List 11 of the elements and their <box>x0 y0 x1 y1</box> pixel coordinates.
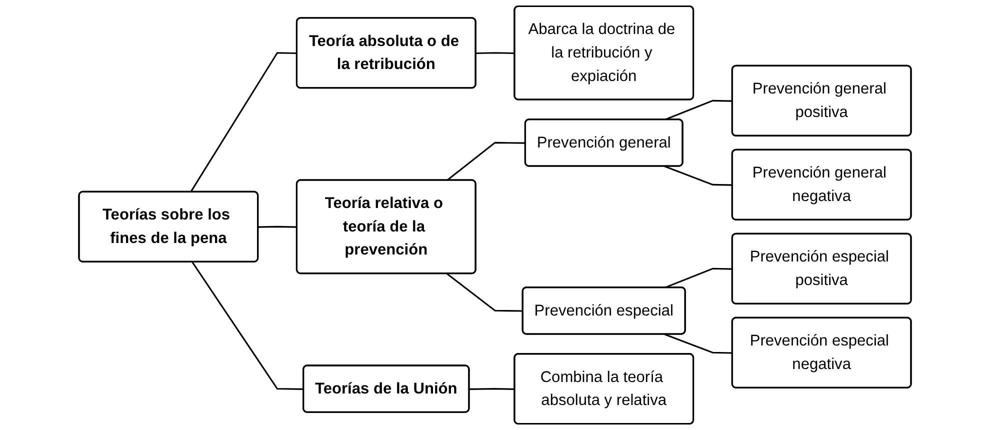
connector <box>192 262 304 390</box>
connector <box>190 52 298 192</box>
connector <box>664 166 733 186</box>
connector <box>664 100 733 120</box>
connector <box>664 268 733 288</box>
connector <box>446 273 523 312</box>
connector <box>664 334 733 354</box>
connector <box>446 142 526 182</box>
connector <box>469 388 515 390</box>
connector <box>476 52 515 54</box>
connector <box>258 226 298 228</box>
